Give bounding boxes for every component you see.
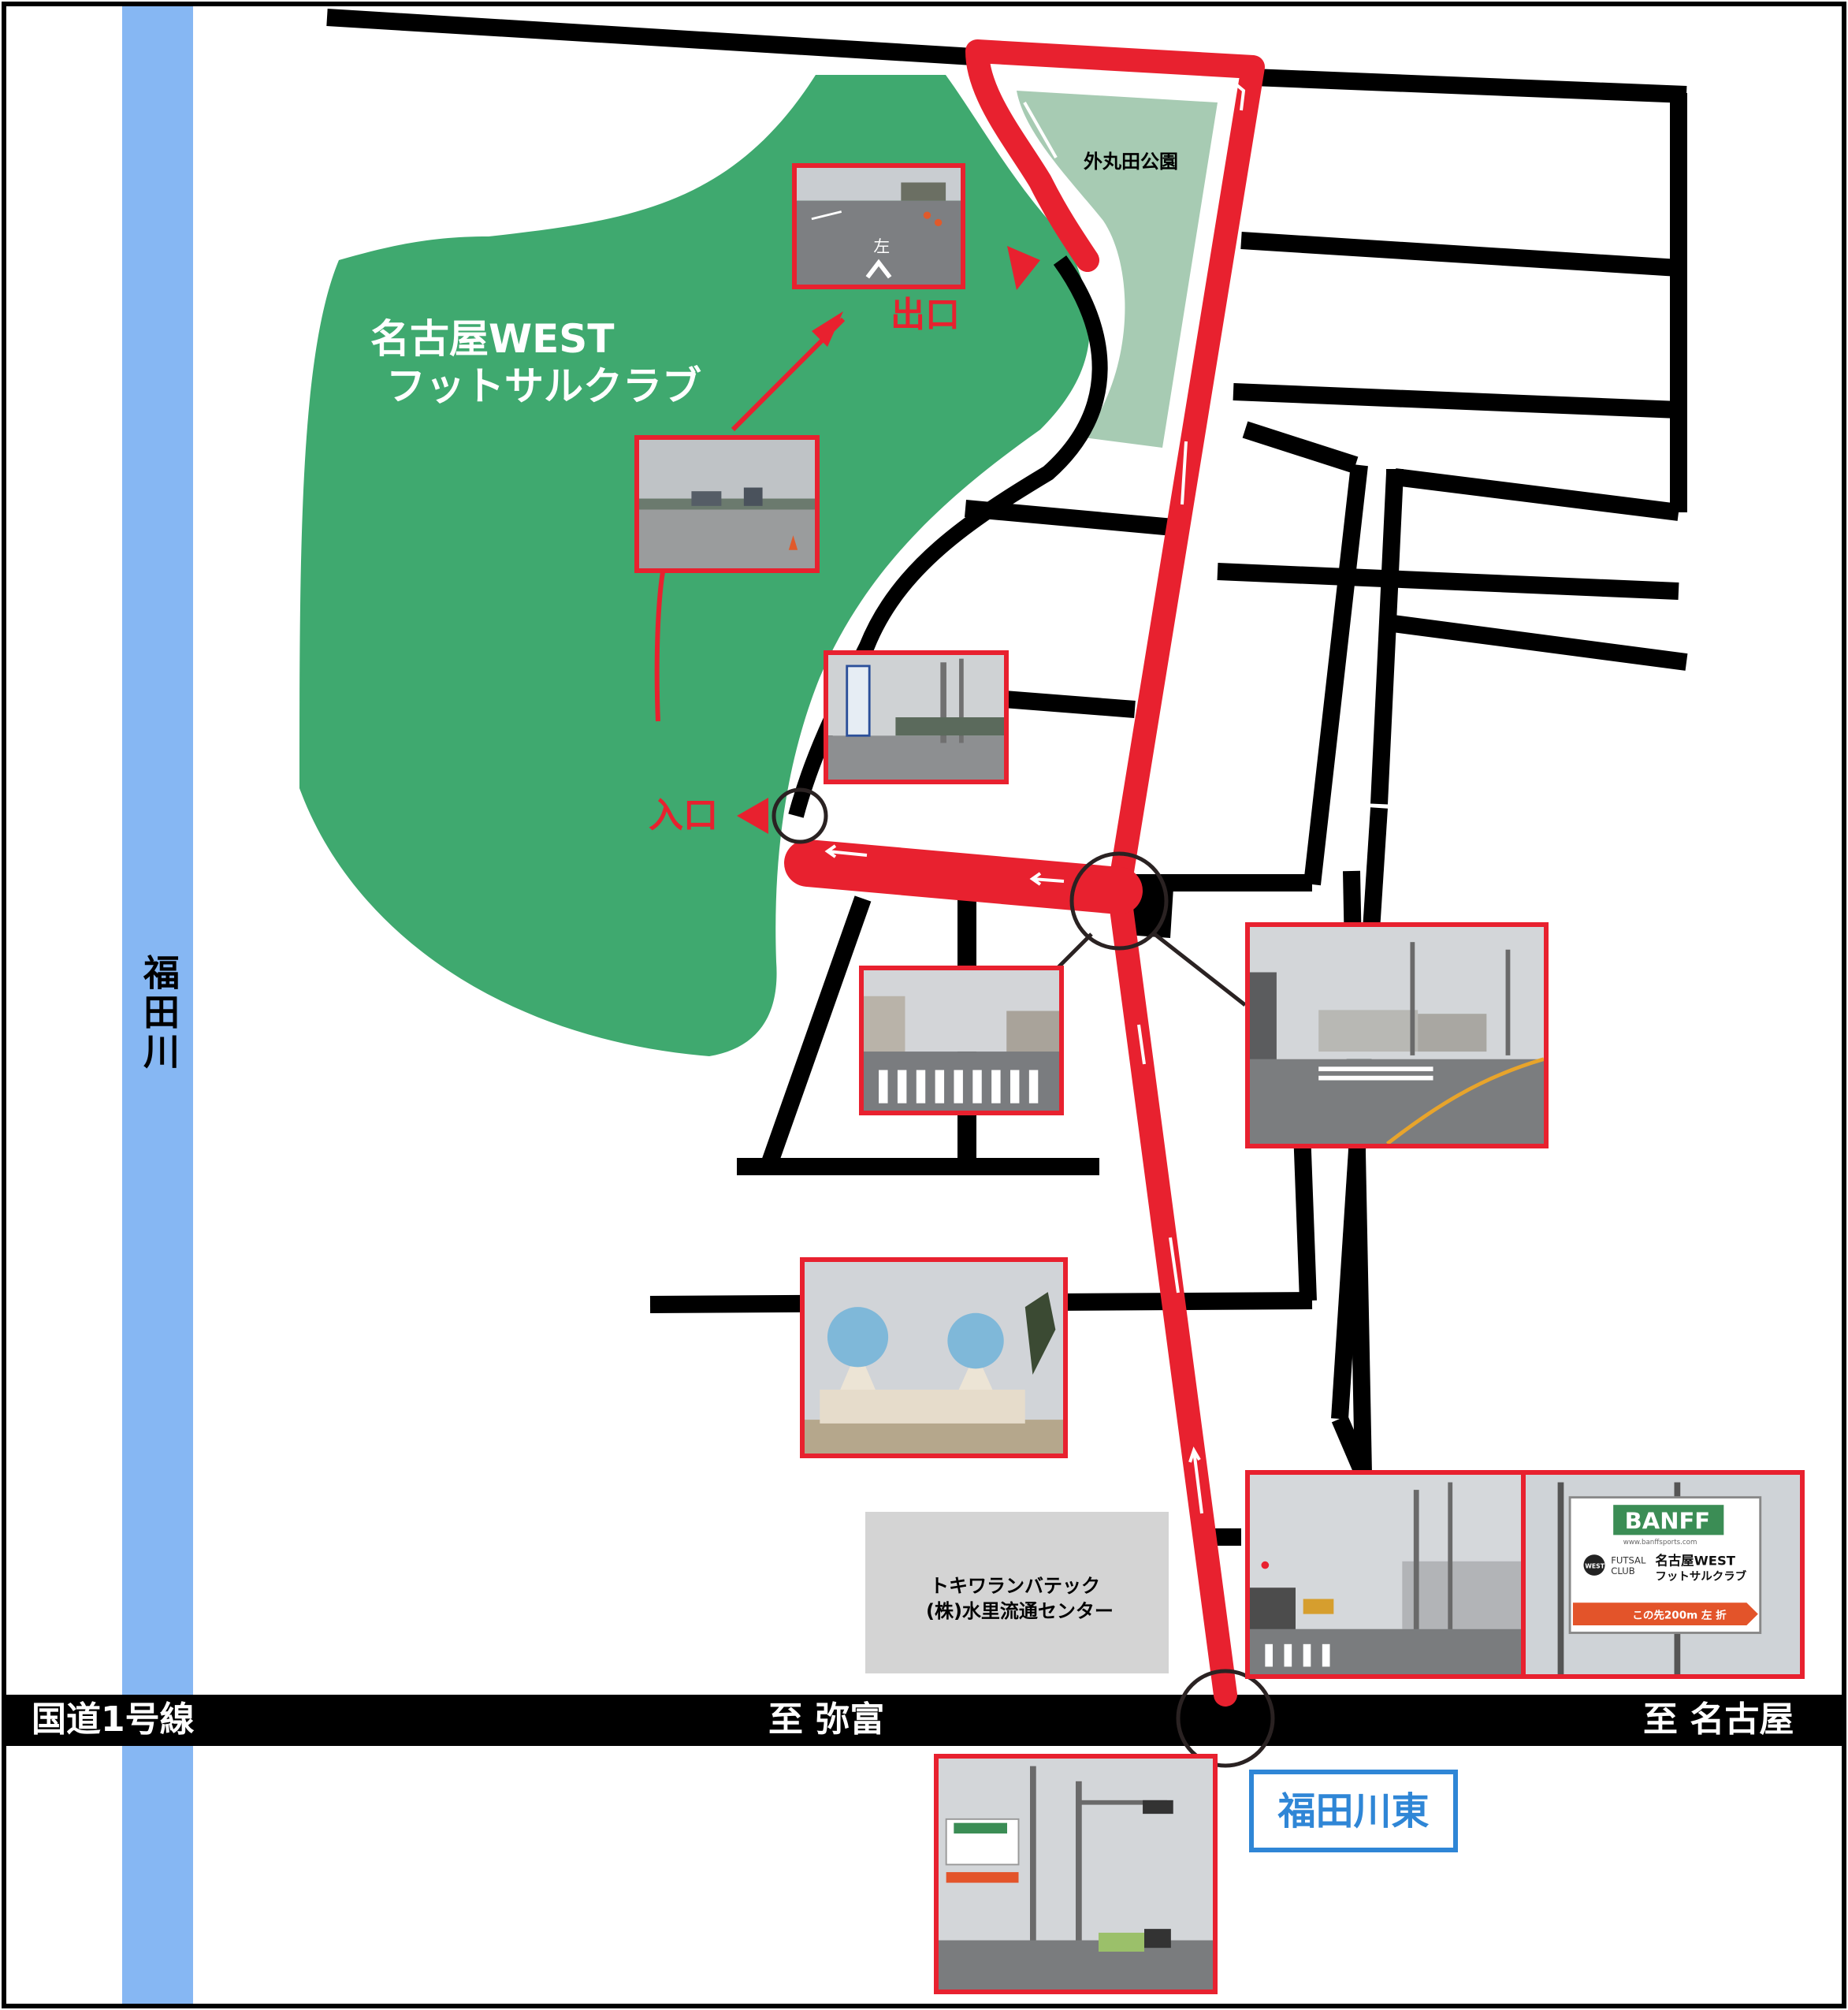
intersection-circles	[772, 787, 1275, 1768]
photo-field-parking	[634, 435, 820, 573]
photo-banff-sign: BANFF www.banffsports.com WEST FUTSAL CL…	[1521, 1470, 1805, 1679]
field-name-line2: フットサルクラブ	[386, 363, 701, 409]
photo-water-tanks	[800, 1257, 1068, 1458]
exit-label: 出口	[891, 295, 960, 335]
sign-club-name-1: 名古屋WEST	[1655, 1554, 1736, 1569]
park-sotomaruta	[1017, 91, 1218, 448]
sign-url: www.banffsports.com	[1623, 1539, 1697, 1547]
direction-yatomi: 至 弥富	[768, 1699, 885, 1740]
entrance-arrow	[737, 798, 768, 834]
park-name: 外丸田公園	[1084, 151, 1178, 173]
direction-nagoya: 至 名古屋	[1643, 1699, 1794, 1740]
photo-intersection-right	[1245, 922, 1549, 1148]
photo-parking-lot-exit: 左	[792, 163, 965, 289]
river-fukuda	[122, 6, 193, 2004]
sign-club: CLUB	[1611, 1565, 1634, 1576]
photo-traffic-light	[934, 1754, 1218, 1994]
building-name-line2: (株)水里流通センター	[926, 1600, 1114, 1622]
intersection-name: 福田川東	[1277, 1789, 1430, 1833]
building-name-line1: トキワランバテック	[930, 1575, 1100, 1597]
sign-west: WEST	[1585, 1562, 1604, 1569]
highway-name: 国道1号線	[32, 1699, 195, 1740]
river-name: 福田川	[138, 954, 180, 1072]
sign-club-name-2: フットサルクラブ	[1655, 1569, 1747, 1584]
intersection-name-box: 福田川東	[1249, 1770, 1458, 1852]
route-arrows	[824, 77, 1246, 1514]
route-line	[784, 39, 1265, 1707]
sign-brand: BANFF	[1625, 1508, 1710, 1535]
building-block	[865, 1512, 1169, 1673]
exit-arrow	[1007, 246, 1040, 290]
sign-futsal: FUTSAL	[1611, 1555, 1646, 1566]
field-name-line1: 名古屋WEST	[370, 316, 615, 362]
photo-corner-street	[1245, 1470, 1529, 1679]
sign-direction: この先200m 左 折	[1632, 1608, 1727, 1621]
lot-marking: 左	[873, 237, 890, 256]
photo-entrance-sign	[824, 650, 1009, 784]
photo-crosswalk-left	[859, 966, 1064, 1115]
entrance-label: 入口	[649, 795, 718, 836]
national-route-1	[6, 1695, 1842, 1746]
